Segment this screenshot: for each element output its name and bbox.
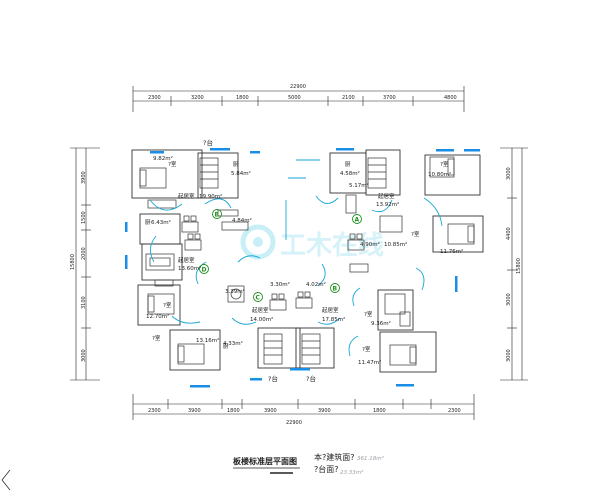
room-label: 起居室 [178,192,195,200]
info-line-1: 本?建筑面? [314,452,355,462]
drawing-title: 板楼标准层平面图 [233,456,297,466]
right-dim-3: 3000 [506,293,512,306]
room-area: 5.17m² [349,182,369,189]
info-value-2: 23.33m² [340,469,364,476]
right-dim-2: 4400 [506,227,512,240]
room-area: 6.43m² [151,219,171,226]
furniture [139,156,475,366]
chevron-left-icon [1,469,11,491]
left-dim-4: 3100 [81,296,87,309]
top-dim-2: 3200 [191,95,204,101]
balcony-bars [125,148,480,388]
bottom-dim-2: 3900 [188,408,201,414]
room-label: 起居室 [378,192,395,200]
room-area: 11.47m² [358,359,381,366]
bottom-dim-4: 3900 [264,408,277,414]
top-dim-6: 3700 [383,95,396,101]
room-label: ?室 [440,160,449,168]
room-area: 4.02m² [306,281,326,288]
right-total-dim: 15800 [516,258,522,274]
balcony-label-top: ?台 [203,138,213,147]
top-dimensions [132,86,465,112]
walls [131,149,484,373]
room-area: 4.58m² [340,170,360,177]
axis-d: D [202,267,207,274]
balcony-label-bottom-2: ?台 [306,374,316,383]
right-dim-4: 3000 [506,349,512,362]
watermark-text: 工木在线 [280,231,384,261]
bottom-dim-5: 3900 [318,408,331,414]
room-label: ?室 [152,334,161,342]
room-label: 起居室 [252,306,269,314]
room-label: 厨 [223,343,229,350]
room-area: 10.85m² [384,241,407,248]
top-dim-1: 2300 [148,95,161,101]
room-labels: ?台 ?室 9.82m² 厨 5.84m² 起居室 19.90m² 厨 4.58… [145,138,463,383]
bottom-dim-6: 1800 [373,408,386,414]
room-area: 4.90m² [360,241,380,248]
room-area: 13.16m² [196,337,219,344]
top-dim-4: 5000 [288,95,301,101]
bottom-dim-1: 2300 [148,408,161,414]
room-label: ?室 [411,230,420,238]
axis-e: E [215,212,219,219]
room-label: 起居室 [178,256,195,264]
top-total-dim: 22900 [290,84,306,90]
room-label: 厨 [233,161,239,168]
info-value-1: 361.18m² [357,455,385,462]
right-dimensions [500,147,528,381]
room-area: 3.30m² [270,281,290,288]
room-area: 9.82m² [153,155,173,162]
room-area: 5.84m² [231,170,251,177]
left-dim-5: 3000 [81,349,87,362]
room-area: 4.33m² [223,340,243,347]
room-area: 10.80m² [428,171,451,178]
right-dim-1: 3000 [506,167,512,180]
room-label: 厨 [345,161,351,168]
room-area: 13.92m² [376,201,399,208]
windows-and-doors [149,159,443,357]
room-label: ?室 [364,310,373,318]
room-area: 12.70m² [146,313,169,320]
left-dim-2: 1500 [81,211,87,224]
axis-b: B [333,286,338,293]
room-area: 13.60m² [178,265,201,272]
bottom-total-dim: 22900 [286,420,302,426]
axis-c: C [256,295,261,302]
left-total-dim: 15800 [70,254,76,270]
room-label: 起居室 [322,306,339,314]
top-dim-3: 1800 [236,95,249,101]
left-dim-3: 2000 [81,247,87,260]
room-label: ?室 [362,345,371,353]
bottom-dimensions [132,394,475,420]
bottom-dim-3: 1800 [227,408,240,414]
title-block: 板楼标准层平面图 本?建筑面? ?台面? 361.18m² 23.33m² [233,452,385,476]
balcony-label-bottom-1: ?台 [268,374,278,383]
axis-markers [199,209,362,302]
bottom-dim-7: 2300 [448,408,461,414]
room-area: 3.39m² [225,288,245,295]
left-dimensions [70,147,100,381]
room-label: ?室 [168,160,177,168]
room-area: 4.84m² [232,217,252,224]
left-dim-1: 3900 [81,171,87,184]
axis-a: A [355,217,360,224]
top-dim-5: 2100 [342,95,355,101]
room-area: 19.90m² [199,193,222,200]
room-area: 9.36m² [371,320,391,327]
info-line-2: ?台面? [314,464,339,474]
room-label: 厨 [145,219,151,226]
room-area: 17.85m² [322,316,345,323]
room-label: ?室 [163,301,172,309]
top-dim-7: 4800 [444,95,457,101]
room-area: 14.00m² [250,316,273,323]
room-area: 11.76m² [440,248,463,255]
